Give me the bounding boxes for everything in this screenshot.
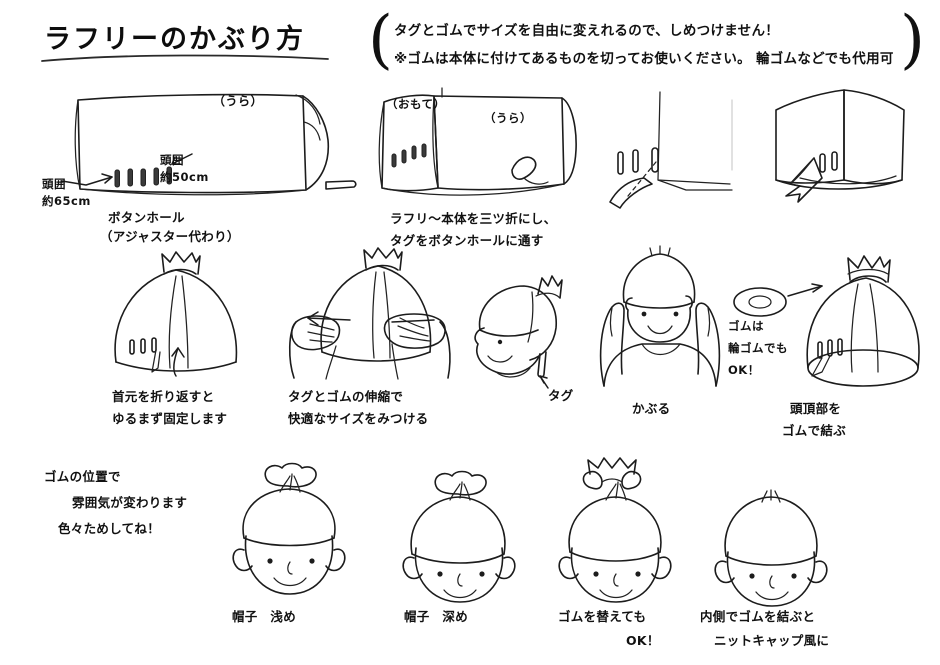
panel4-tag-pulled-through [775,89,905,203]
variant1-caption: 帽子 浅め [232,609,297,624]
panel2-caption-line1: ラフリ〜本体を三ツ折にし、 [390,211,557,226]
panel1-caption-line2: （アジャスター代わり） [100,229,240,244]
header-bracket-right: ) [900,3,925,77]
mid-panel2-caption-line2: 快適なサイズをみつける [288,411,429,426]
variant2-head-drawing [402,470,516,603]
mid-panel1-caption-line1: 首元を折り返すと [112,389,215,404]
mid-panel5-caption-line2: ゴムで結ぶ [782,423,847,438]
mid-panel5-note-line1: ゴムは [728,319,764,333]
mid-panel2-caption-line1: タグとゴムの伸縮で [288,389,404,404]
bottom-note-line1: ゴムの位置で [44,469,121,484]
variant4-head-drawing [714,489,828,607]
mid-panel5-note-line2: 輪ゴムでも [728,341,788,355]
panel2-caption-line2: タグをボタンホールに通す [390,233,544,248]
mid-panel1-cap-drawing [114,251,238,377]
panel2-label-front: （おもて） [386,97,446,111]
variant2-caption: 帽子 深め [404,609,469,624]
header-bracket-left: ( [368,3,393,77]
panel1-caption-line1: ボタンホール [108,210,185,225]
header-note-line2: ※ゴムは本体に付けてあるものを切ってお使いください。 輪ゴムなどでも代用可 [394,51,894,67]
variant3-caption-line2: OK！ [626,633,660,648]
page-title: ラフリーのかぶり方 [44,24,305,55]
mid-panel2-hands-adjusting [288,247,451,380]
panel1-head-65: 頭囲 約65cm [42,177,91,208]
mid-panel4-caption: かぶる [632,401,671,416]
panel1-label-back: （うら） [213,94,264,108]
mid-panel4-wearing-cap [599,245,721,387]
variant1-head-drawing [232,462,346,595]
mid-panel5-finished-cap [733,255,920,387]
variant4-caption-line1: 内側でゴムを結ぶと [700,609,816,624]
mid-panel5-caption-line1: 頭頂部を [790,401,842,416]
title-underline [41,54,329,62]
mid-panel3-side-profile-head [474,275,563,389]
variant4-caption-line2: ニットキャップ風に [714,633,830,648]
bottom-note-line2: 雰囲気が変わります [72,495,188,510]
mid-panel3-tag-label: タグ [548,388,574,403]
mid-panel1-caption-line2: ゆるまず固定します [112,411,228,426]
buttonhole-marks-2 [391,143,427,168]
bottom-note-line3: 色々ためしてね！ [58,521,161,536]
panel3-tag-threading-closeup [609,91,733,209]
mid-panel5-note-line3: OK！ [728,363,760,377]
panel2-folded-cloth-drawing [378,87,577,196]
variant3-caption-line1: ゴムを替えても [558,609,647,624]
buttonhole-marks [114,166,172,188]
variant3-head-drawing [558,457,672,603]
header-note-line1: タグとゴムでサイズを自由に変えれるので、しめつけません！ [394,23,780,39]
panel1-cloth-drawing [61,93,357,196]
panel1-head-50: 頭囲 約50cm [160,153,209,184]
panel2-label-back: （うら） [484,111,532,125]
